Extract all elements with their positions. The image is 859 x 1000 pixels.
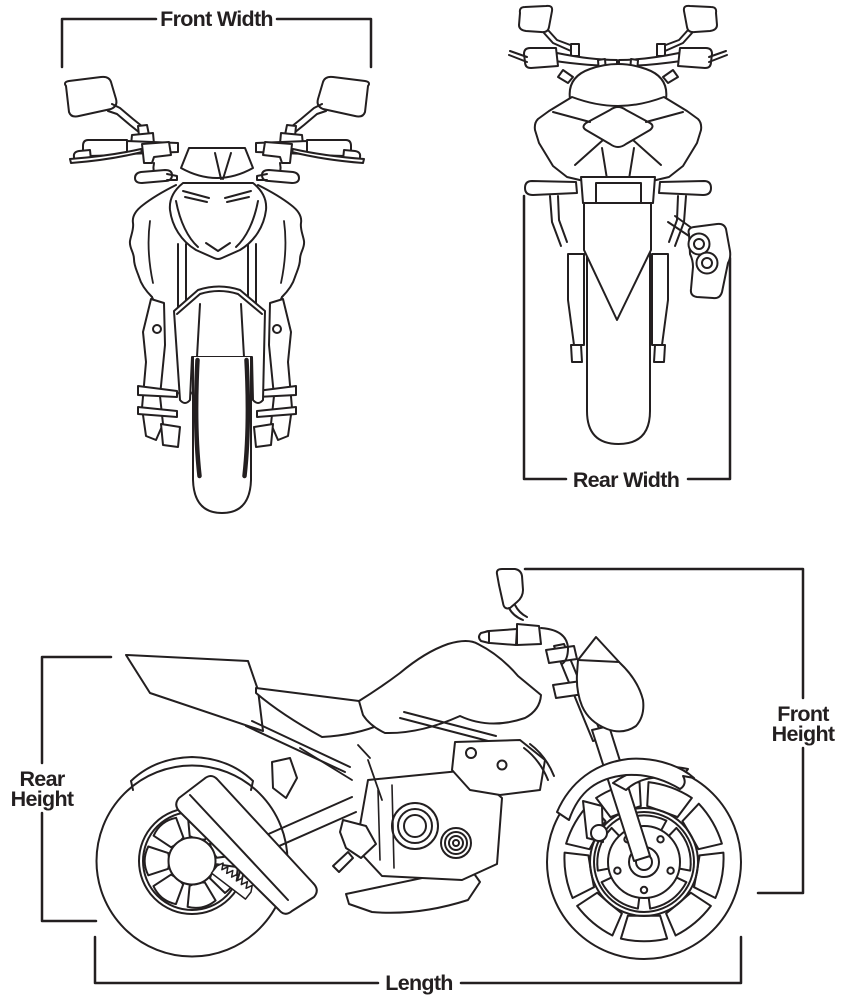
svg-text:Front Width: Front Width (160, 7, 273, 31)
svg-text:Rear Width: Rear Width (573, 468, 679, 492)
svg-text:Front: Front (777, 702, 829, 726)
svg-text:Height: Height (772, 722, 835, 746)
svg-text:Height: Height (11, 787, 74, 811)
svg-text:Length: Length (385, 971, 452, 995)
svg-text:Rear: Rear (19, 767, 65, 791)
